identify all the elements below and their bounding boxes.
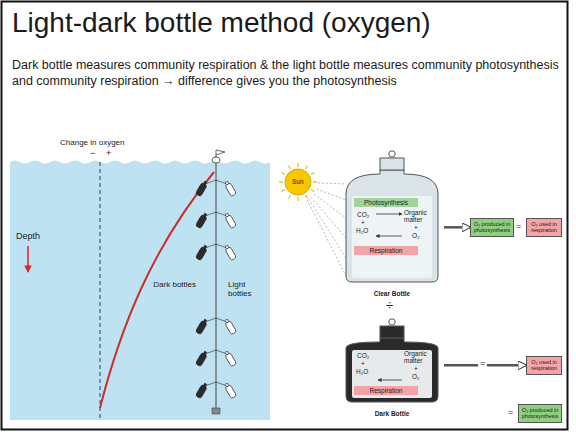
bottle-figure: Dark Bottle Respiration <box>340 318 444 418</box>
box-text: O₂ produced in photosynthesis <box>473 221 511 234</box>
bottle-outline <box>340 318 444 418</box>
light-bottle <box>224 180 237 196</box>
dark-bottle <box>195 350 208 366</box>
chem-label: CO₂ <box>357 352 369 359</box>
bottle-figure: Clear Bottle PhotosynthesisRespiration <box>340 150 444 298</box>
chem-label: + <box>414 224 418 231</box>
chem-label: + <box>361 360 365 367</box>
process-band: Respiration <box>354 246 418 255</box>
chem-label: CO₂ <box>357 211 369 218</box>
box-text: O₂ produced in photosynthesis <box>521 407 559 420</box>
figure-label: Dark bottles <box>148 281 196 290</box>
depth-arrow <box>27 246 29 272</box>
dark-bottle <box>195 180 208 196</box>
chem-label: Organic matter <box>404 209 436 223</box>
water-column <box>10 161 270 421</box>
bottle-outline <box>340 150 444 298</box>
zero-line <box>100 162 101 420</box>
sun <box>285 169 311 195</box>
sun-rays <box>279 163 346 276</box>
bottle-caption: Dark Bottle <box>375 410 410 418</box>
box-text: O₂ used in respiration <box>529 359 559 372</box>
light-bottle <box>224 318 237 334</box>
light-bottle <box>224 244 237 260</box>
axis-sign: + <box>106 149 111 159</box>
dark-bottle <box>195 318 208 334</box>
flag <box>216 150 225 157</box>
chem-label: O₂ <box>412 232 420 239</box>
chem-label: + <box>414 365 418 372</box>
light-bottle <box>224 212 237 228</box>
slide-frame <box>2 2 568 430</box>
dark-bottle <box>195 382 208 398</box>
box-text: Respiration <box>356 387 416 394</box>
flow-arrow <box>444 226 470 229</box>
light-bottle <box>224 350 237 366</box>
chem-label: Organic matter <box>404 350 436 364</box>
result-box: O₂ produced in photosynthesis <box>470 218 514 237</box>
dark-bottle <box>195 244 208 260</box>
bottle-caption: Clear Bottle <box>374 290 410 298</box>
chem-label: + <box>361 219 365 226</box>
light-bottle <box>224 382 237 398</box>
axis-sign: − <box>90 149 95 159</box>
figure-label: Light bottles <box>228 281 268 299</box>
box-text: Photosynthesis <box>356 199 416 206</box>
result-box: O₂ produced in photosynthesis <box>518 404 562 423</box>
oxygen-curve <box>100 172 214 408</box>
float <box>212 157 220 163</box>
chem-label: O₂ <box>412 373 420 380</box>
box-text: Respiration <box>356 247 416 254</box>
axis-label: Change in oxygen <box>60 139 125 148</box>
math-symbol: = <box>478 359 487 369</box>
result-box: O₂ used in respiration <box>526 218 562 237</box>
math-symbol: = <box>508 408 513 418</box>
math-symbol: = <box>516 222 521 232</box>
slide-title: Light-dark bottle method (oxygen) <box>12 6 431 40</box>
dark-bottle <box>195 212 208 228</box>
sun-label: Sun <box>292 178 304 185</box>
process-band: Respiration <box>354 386 418 395</box>
process-band: Photosynthesis <box>354 198 418 207</box>
chem-label: H₂O <box>356 227 368 234</box>
chem-label: H₂O <box>356 368 368 375</box>
axis-label: Depth <box>16 232 40 242</box>
weight <box>212 408 220 414</box>
mooring-line <box>216 156 217 408</box>
math-symbol: ÷ <box>386 299 393 313</box>
result-box: O₂ used in respiration <box>526 356 562 375</box>
box-text: O₂ used in respiration <box>529 221 559 234</box>
body-text: Dark bottle measures community respirati… <box>12 58 564 89</box>
